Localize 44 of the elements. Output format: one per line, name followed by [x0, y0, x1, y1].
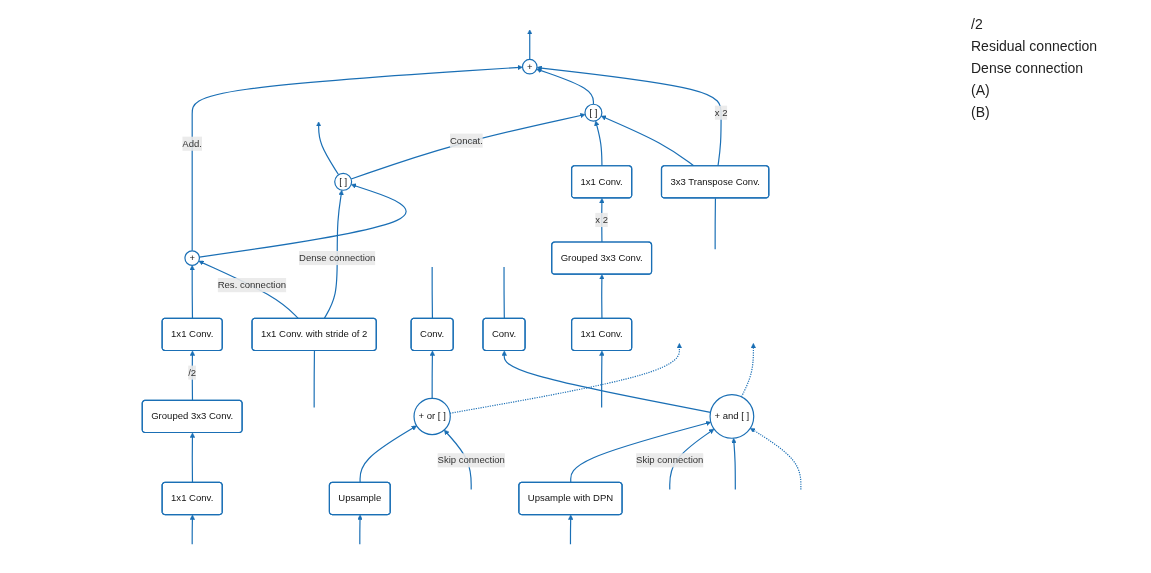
node-circle: +: [521, 58, 538, 75]
arrow: [429, 350, 435, 399]
arrow: [189, 432, 196, 483]
node-circle: [ ]: [584, 103, 603, 122]
note-label: (B): [971, 104, 991, 120]
arrow: [198, 183, 407, 258]
node-circle: + or [ ]: [413, 397, 451, 435]
note-label: Dense connection: [971, 60, 1085, 76]
edge-label: Add.: [182, 137, 202, 148]
arrow: [189, 264, 195, 319]
arrow: [750, 427, 802, 490]
node-circle: + and [ ]: [709, 393, 755, 439]
arrow: [599, 350, 605, 408]
arrow: [568, 514, 574, 545]
arrow: [323, 189, 344, 319]
note-label: (A): [971, 82, 991, 98]
arrow: [357, 514, 363, 545]
arrow: [740, 342, 756, 397]
arrow: [527, 28, 533, 60]
note-label: /2: [971, 16, 984, 32]
arrow: [570, 420, 712, 483]
arrow: [731, 437, 737, 490]
arrow: [359, 425, 417, 483]
arrow: [600, 115, 695, 167]
arrow: [594, 120, 603, 167]
arrow: [536, 65, 722, 167]
arrow: [191, 64, 523, 251]
arrow: [189, 514, 195, 545]
edge-label: Skip connection: [437, 454, 505, 465]
arrow: [599, 273, 605, 319]
edge-label: Skip connection: [636, 454, 704, 465]
edge-label: /2: [188, 366, 197, 377]
arrow: [449, 342, 682, 414]
edge-label: Dense connection: [299, 252, 376, 263]
node-circle: [ ]: [334, 172, 353, 191]
edge-label: x 2: [714, 106, 728, 117]
arrow: [536, 67, 595, 105]
arrow: [316, 120, 340, 175]
node-circle: +: [184, 249, 201, 266]
note-label: Residual connection: [971, 38, 1099, 54]
edge-label: x 2: [595, 214, 608, 225]
edge-label: Concat.: [449, 134, 483, 145]
edge-label: Res. connection: [217, 279, 287, 290]
arrow: [599, 197, 605, 243]
